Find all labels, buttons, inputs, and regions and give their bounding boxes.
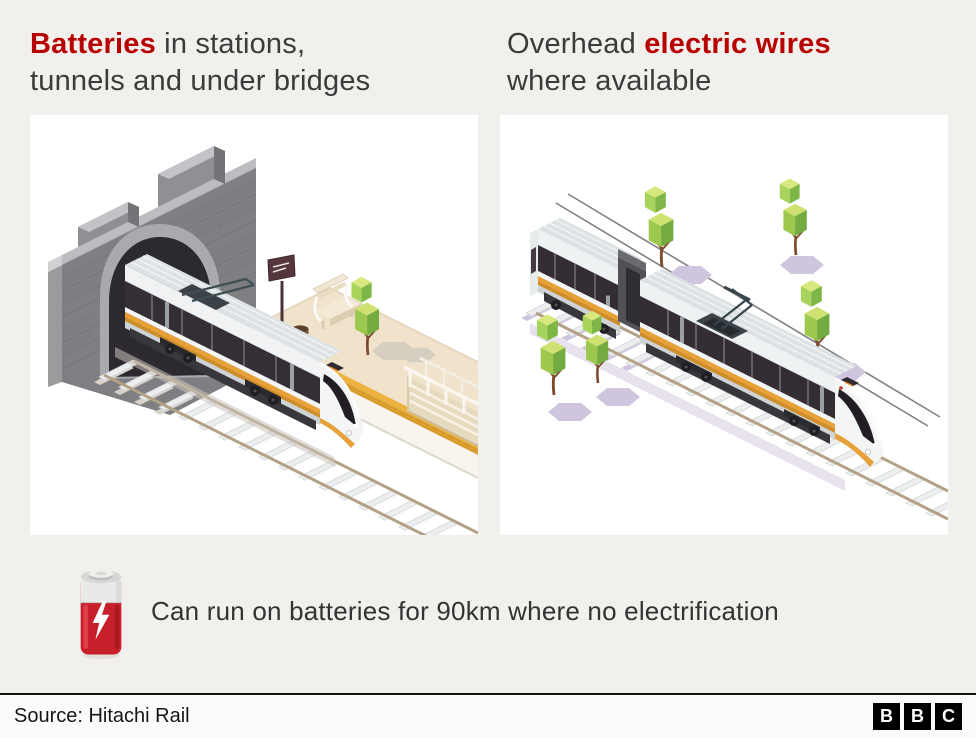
front-car	[639, 269, 884, 467]
pantograph-contact-shoe	[723, 285, 751, 302]
bbc-logo-block: B	[873, 703, 900, 730]
articulation-connector	[618, 249, 646, 335]
title-text: in stations,	[155, 28, 306, 60]
battery-icon	[80, 569, 122, 660]
bbc-logo: B B C	[873, 703, 962, 730]
tunnel-scene-panel	[30, 115, 478, 535]
window-band	[640, 296, 835, 419]
title-highlight-batteries: Batteries	[30, 28, 156, 60]
pantograph-folded	[178, 277, 255, 310]
tunnel-illustration	[48, 146, 478, 535]
train-ground-shadow	[115, 347, 335, 467]
source-text: Source: Hitachi Rail	[14, 705, 190, 727]
bogies	[160, 337, 281, 405]
title-text-line2: tunnels and under bridges	[30, 65, 371, 97]
bench	[312, 273, 361, 329]
footer: Source: Hitachi Rail B B C	[0, 693, 976, 738]
title-text: Overhead	[507, 28, 645, 60]
left-panel-title: Batteries in stations, tunnels and under …	[30, 26, 370, 100]
lightning-bolt-icon	[92, 600, 110, 640]
caption-row: Can run on batteries for 90km where no e…	[75, 552, 779, 670]
caption-text: Can run on batteries for 90km where no e…	[151, 595, 779, 626]
windshield	[323, 374, 356, 426]
bogies	[676, 355, 820, 436]
window-band	[125, 281, 320, 404]
title-text-line2: where available	[507, 65, 712, 97]
foreground-trees	[535, 309, 640, 421]
title-highlight-electric-wires: electric wires	[644, 28, 831, 60]
bbc-logo-block: C	[935, 703, 962, 730]
overhead-wires-scene-panel	[500, 115, 948, 535]
windshield	[838, 389, 875, 445]
pantograph-raised	[696, 285, 753, 339]
train-ground-shadow	[530, 323, 845, 491]
battery-train	[124, 254, 364, 448]
overhead-wires-illustration	[521, 177, 948, 521]
bbc-logo-block: B	[904, 703, 931, 730]
platform-stairs	[400, 347, 478, 447]
right-panel-title: Overhead electric wires where available	[507, 26, 831, 100]
